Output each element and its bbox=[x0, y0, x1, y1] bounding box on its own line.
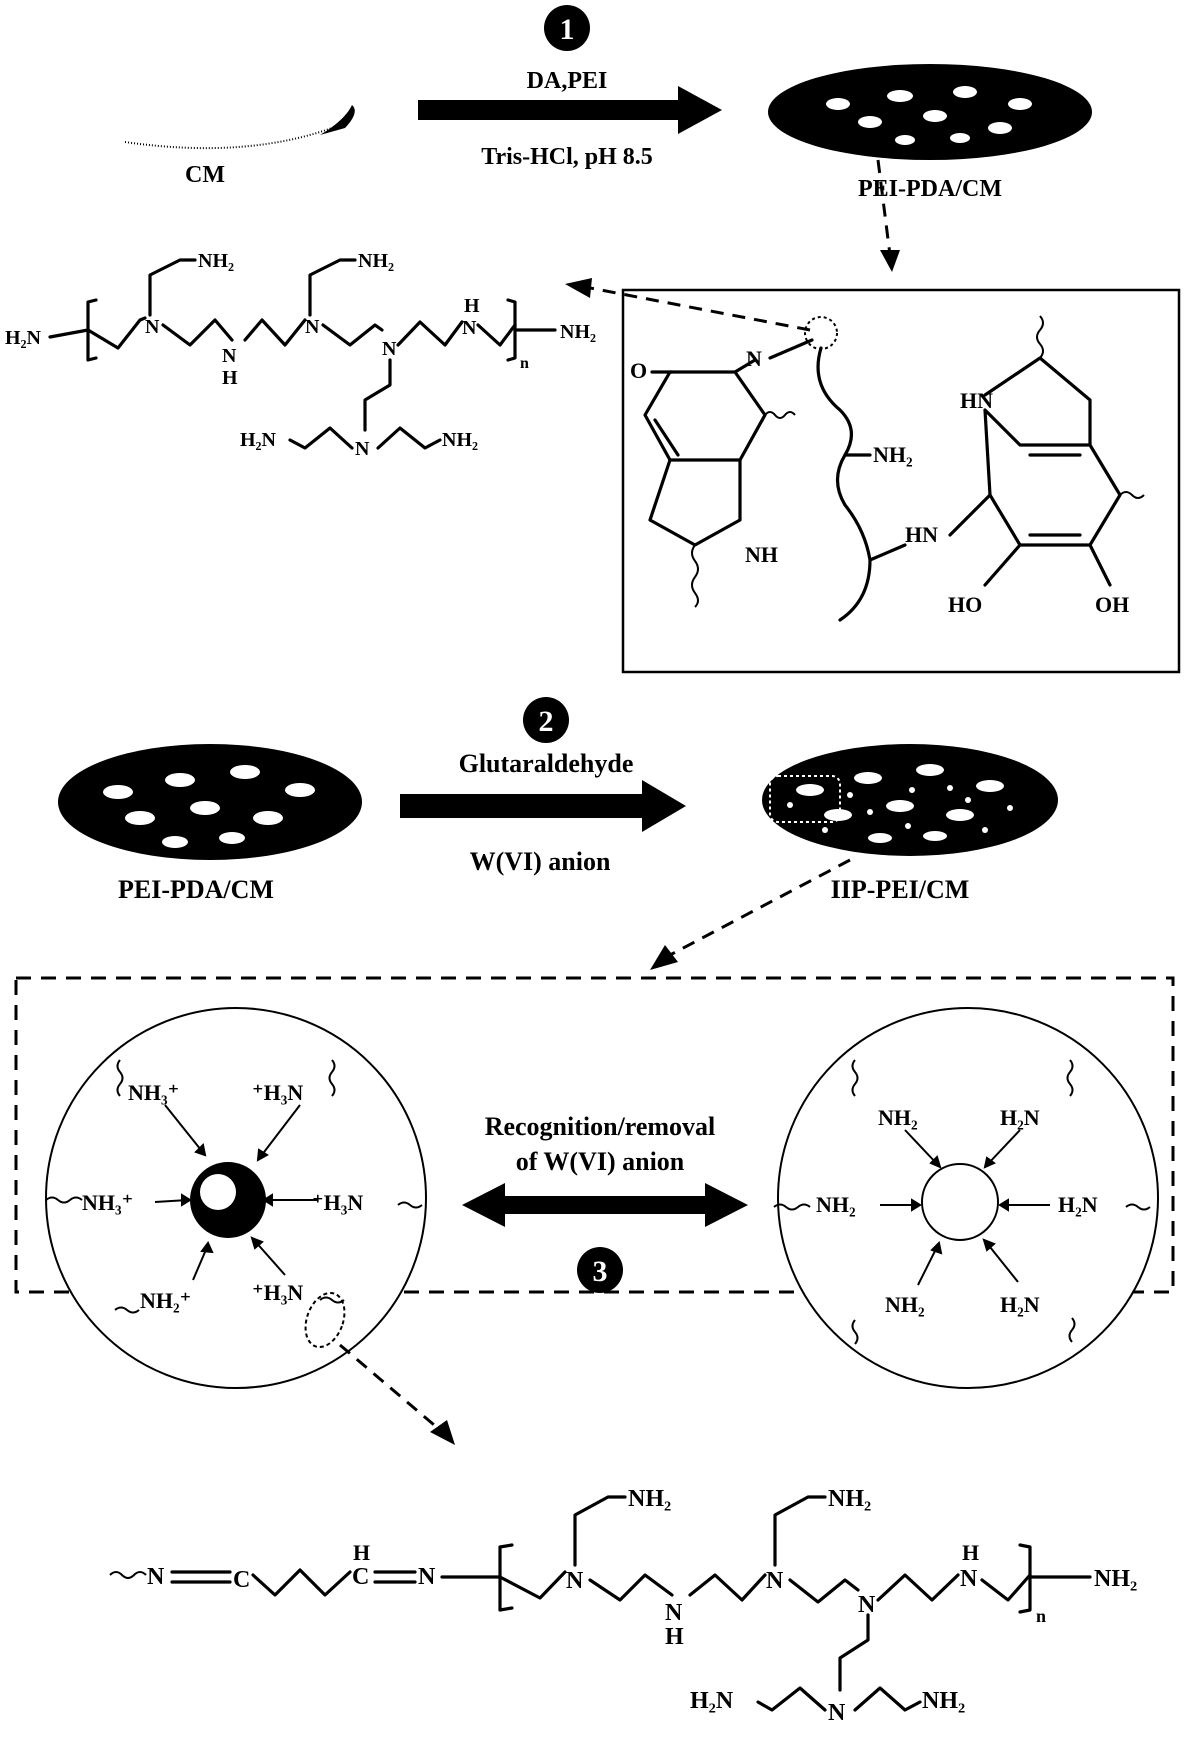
disc-pores-top bbox=[826, 86, 1032, 145]
cm-membrane-curve bbox=[124, 124, 341, 150]
b-ch-h: H bbox=[353, 1540, 370, 1565]
pda-ho: HO bbox=[948, 592, 982, 617]
b-nh-bottom-h: H bbox=[665, 1624, 684, 1650]
n2: N bbox=[305, 316, 320, 338]
b-n-imine: N bbox=[418, 1564, 436, 1590]
step-1-arrow bbox=[418, 86, 722, 134]
cm-label: CM bbox=[185, 162, 225, 188]
nh2-b: NH₂ bbox=[358, 250, 394, 272]
zoom-dash-left-head bbox=[565, 278, 592, 298]
b-c: C bbox=[233, 1567, 250, 1593]
zoom-ellipse-bond bbox=[304, 1291, 346, 1349]
zoom-dash-iip-head bbox=[650, 945, 678, 970]
step-1-badge bbox=[544, 5, 590, 51]
w-anion-highlight bbox=[200, 1174, 236, 1210]
b-n-branch: N bbox=[828, 1700, 846, 1726]
b-nh2-branch: NH₂ bbox=[922, 1688, 965, 1714]
b-n-left: N bbox=[147, 1564, 165, 1590]
n-branch: N bbox=[355, 438, 370, 460]
recognition-panel: NH₃⁺ ⁺H₃N NH₃⁺ ⁺H₃N NH₂⁺ ⁺H₃N Recognitio… bbox=[14, 976, 1175, 1445]
left-h3n-mid-right: ⁺H₃N bbox=[312, 1190, 363, 1215]
step-1-conditions: Tris-HCl, pH 8.5 bbox=[481, 144, 653, 170]
b-nh-top-n: N bbox=[960, 1566, 978, 1592]
pei-structure-bottom: N C H C N N NH₂ N H N NH₂ N H N n NH₂ N … bbox=[109, 1486, 1137, 1726]
left-h3n-top-right: ⁺H₃N bbox=[252, 1080, 303, 1105]
step-1: CM 1 DA,PEI Tris-HCl, pH 8.5 PEI-PDA/CM bbox=[124, 5, 1092, 332]
b-n1: N bbox=[566, 1568, 584, 1594]
zoom-dash-iip bbox=[669, 858, 851, 957]
right-h2n-top-right: H₂N bbox=[1000, 1105, 1040, 1130]
left-h3n-bottom-right: ⁺H₃N bbox=[252, 1280, 303, 1305]
nh-top-n: N bbox=[462, 317, 477, 339]
b-sub-n: n bbox=[1036, 1606, 1046, 1626]
b-nh2-a: NH₂ bbox=[628, 1486, 671, 1512]
iip-pei-cm-disc bbox=[762, 744, 1058, 856]
pda-o: O bbox=[630, 358, 647, 383]
nh-bottom-h: H bbox=[222, 367, 238, 389]
pda-oh: OH bbox=[1095, 592, 1129, 617]
disc-pores-left bbox=[103, 765, 315, 848]
b-h2n-branch: H₂N bbox=[690, 1688, 734, 1714]
pei-pda-cm-label-top: PEI-PDA/CM bbox=[858, 176, 1002, 202]
h2n-branch: H₂N bbox=[240, 429, 277, 451]
pda-structure-box: O N NH NH₂ HN HN HO OH bbox=[621, 288, 1181, 674]
pda-nh-left: NH bbox=[745, 542, 778, 567]
nh2-right: NH₂ bbox=[560, 321, 596, 343]
left-nh3-mid-left: NH₃⁺ bbox=[82, 1190, 133, 1215]
step-2-template: W(VI) anion bbox=[470, 847, 611, 876]
zoom-dash-bottom bbox=[339, 1343, 441, 1432]
nh2-a: NH₂ bbox=[198, 250, 234, 272]
b-nh2-b: NH₂ bbox=[828, 1486, 871, 1512]
empty-cavity bbox=[921, 1163, 999, 1241]
left-nh3-top-left: NH₃⁺ bbox=[128, 1080, 179, 1105]
zoom-dash-down bbox=[876, 159, 892, 256]
step-2-badge bbox=[523, 697, 569, 743]
pda-hn-link: HN bbox=[905, 522, 938, 547]
b-n3: N bbox=[858, 1592, 876, 1618]
step-1-reagents: DA,PEI bbox=[527, 68, 608, 94]
cm-membrane-tip bbox=[320, 105, 355, 135]
zoom-dash-left bbox=[584, 285, 811, 332]
pei-pda-cm-label-left: PEI-PDA/CM bbox=[118, 875, 274, 904]
right-nh2-top-left: NH₂ bbox=[878, 1105, 918, 1130]
nh-bottom-n: N bbox=[222, 345, 237, 367]
pei-structure-top: H₂N N NH₂ N H N NH₂ N H N n NH₂ N H₂N NH… bbox=[5, 250, 596, 460]
b-nh-bottom-n: N bbox=[665, 1600, 683, 1626]
left-nh2-bottom-left: NH₂⁺ bbox=[140, 1288, 191, 1313]
step-3-double-arrow bbox=[462, 1183, 748, 1227]
step-3-number: 3 bbox=[593, 1255, 608, 1288]
pda-n-imine: N bbox=[746, 346, 762, 371]
nh2-branch: NH₂ bbox=[442, 429, 478, 451]
imprint-zoom-region bbox=[769, 775, 841, 823]
zoom-dash-down-head bbox=[880, 250, 900, 272]
step-3-line1: Recognition/removal bbox=[485, 1112, 716, 1141]
sub-n: n bbox=[520, 355, 529, 372]
iip-pei-cm-label: IIP-PEI/CM bbox=[831, 875, 970, 904]
b-n2: N bbox=[766, 1568, 784, 1594]
step-2-number: 2 bbox=[539, 705, 554, 738]
zoom-dash-bottom-head bbox=[430, 1420, 455, 1445]
pda-nh2-chain: NH₂ bbox=[873, 442, 913, 467]
n1: N bbox=[145, 316, 160, 338]
step-2: PEI-PDA/CM 2 Glutaraldehyde W(VI) anion … bbox=[58, 697, 1058, 970]
b-ch-c: C bbox=[352, 1564, 369, 1590]
b-nh2-right: NH₂ bbox=[1094, 1566, 1137, 1592]
step-2-arrow bbox=[400, 780, 686, 832]
disc-pores-iip bbox=[787, 764, 1013, 843]
right-h2n-mid-right: H₂N bbox=[1058, 1192, 1098, 1217]
h2n-left: H₂N bbox=[5, 327, 42, 349]
right-nh2-mid-left: NH₂ bbox=[816, 1192, 856, 1217]
nh-top-h: H bbox=[464, 295, 480, 317]
step-3-line2: of W(VI) anion bbox=[516, 1147, 685, 1176]
n3: N bbox=[382, 338, 397, 360]
right-nh2-bottom-left: NH₂ bbox=[885, 1292, 925, 1317]
b-nh-top-h: H bbox=[962, 1540, 979, 1565]
step-2-reagent: Glutaraldehyde bbox=[459, 749, 634, 778]
right-h2n-bottom-right: H₂N bbox=[1000, 1292, 1040, 1317]
step-1-number: 1 bbox=[560, 13, 575, 46]
step-3-badge bbox=[577, 1247, 623, 1293]
